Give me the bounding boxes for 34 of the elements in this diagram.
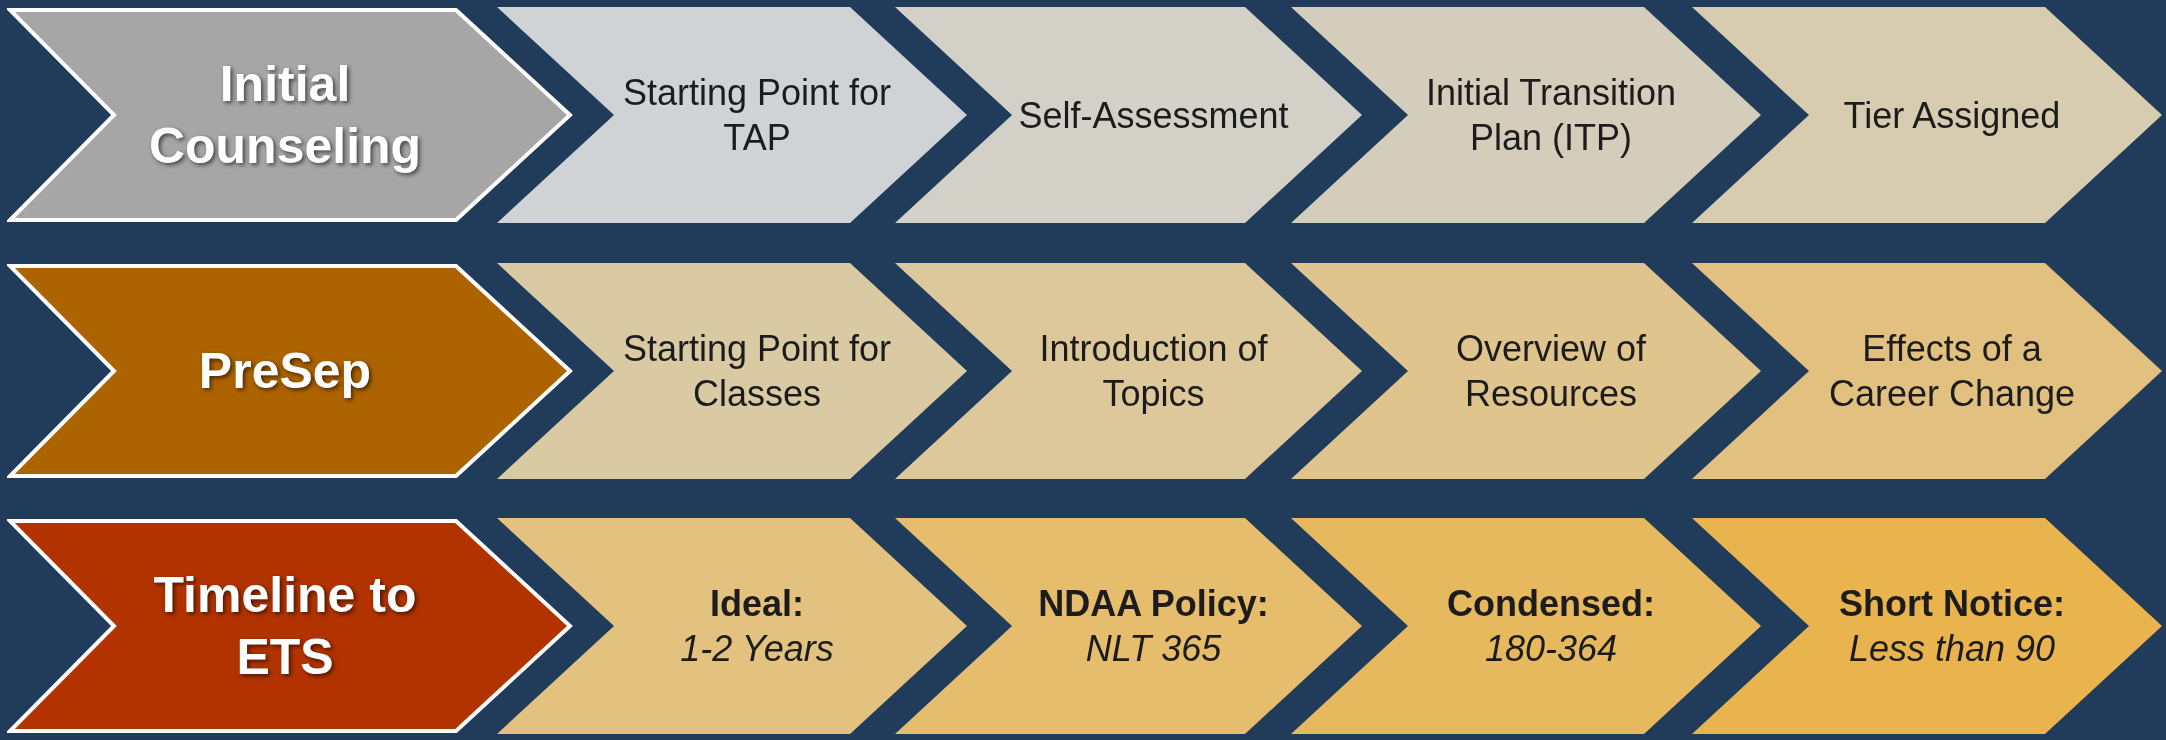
step-label: Ideal:	[710, 582, 804, 626]
chevron-step	[895, 7, 1362, 223]
step-label: Short Notice:	[1839, 582, 2065, 626]
step-label: NDAA Policy:	[1038, 582, 1269, 626]
chevron-step	[1291, 518, 1761, 734]
step-label: 1-2 Years	[680, 627, 834, 671]
chevron-step	[1692, 7, 2162, 223]
step-label: 180-364	[1484, 627, 1618, 671]
step-label: Tier Assigned	[1843, 93, 2061, 138]
chevron-step	[7, 7, 573, 223]
chevron-step	[497, 7, 967, 223]
chevron-step	[1291, 263, 1761, 479]
chevron-step	[1692, 518, 2162, 734]
chevron-step	[7, 263, 573, 479]
step-label: Initial Counseling	[147, 54, 423, 176]
step-label: Effects of a Career Change	[1827, 327, 2077, 416]
step-label: Introduction of Topics	[1038, 327, 1269, 416]
chevron-step	[1291, 7, 1761, 223]
step-label: Starting Point for TAP	[621, 71, 893, 160]
chevron-step	[895, 518, 1362, 734]
step-label: Initial Transition Plan (ITP)	[1424, 71, 1678, 160]
step-label: Timeline to ETS	[152, 565, 418, 687]
chevron-step	[1692, 263, 2162, 479]
step-label: Starting Point for Classes	[621, 327, 893, 416]
step-label: PreSep	[198, 341, 372, 401]
chevron-step	[895, 263, 1362, 479]
step-label: NLT 365	[1085, 627, 1222, 671]
chevron-step	[7, 518, 573, 734]
step-label: Less than 90	[1848, 627, 2056, 671]
step-label: Condensed:	[1447, 582, 1655, 626]
step-label: Overview of Resources	[1454, 327, 1648, 416]
chevron-step	[497, 518, 967, 734]
step-label: Self-Assessment	[1018, 93, 1289, 138]
chevron-step	[497, 263, 967, 479]
